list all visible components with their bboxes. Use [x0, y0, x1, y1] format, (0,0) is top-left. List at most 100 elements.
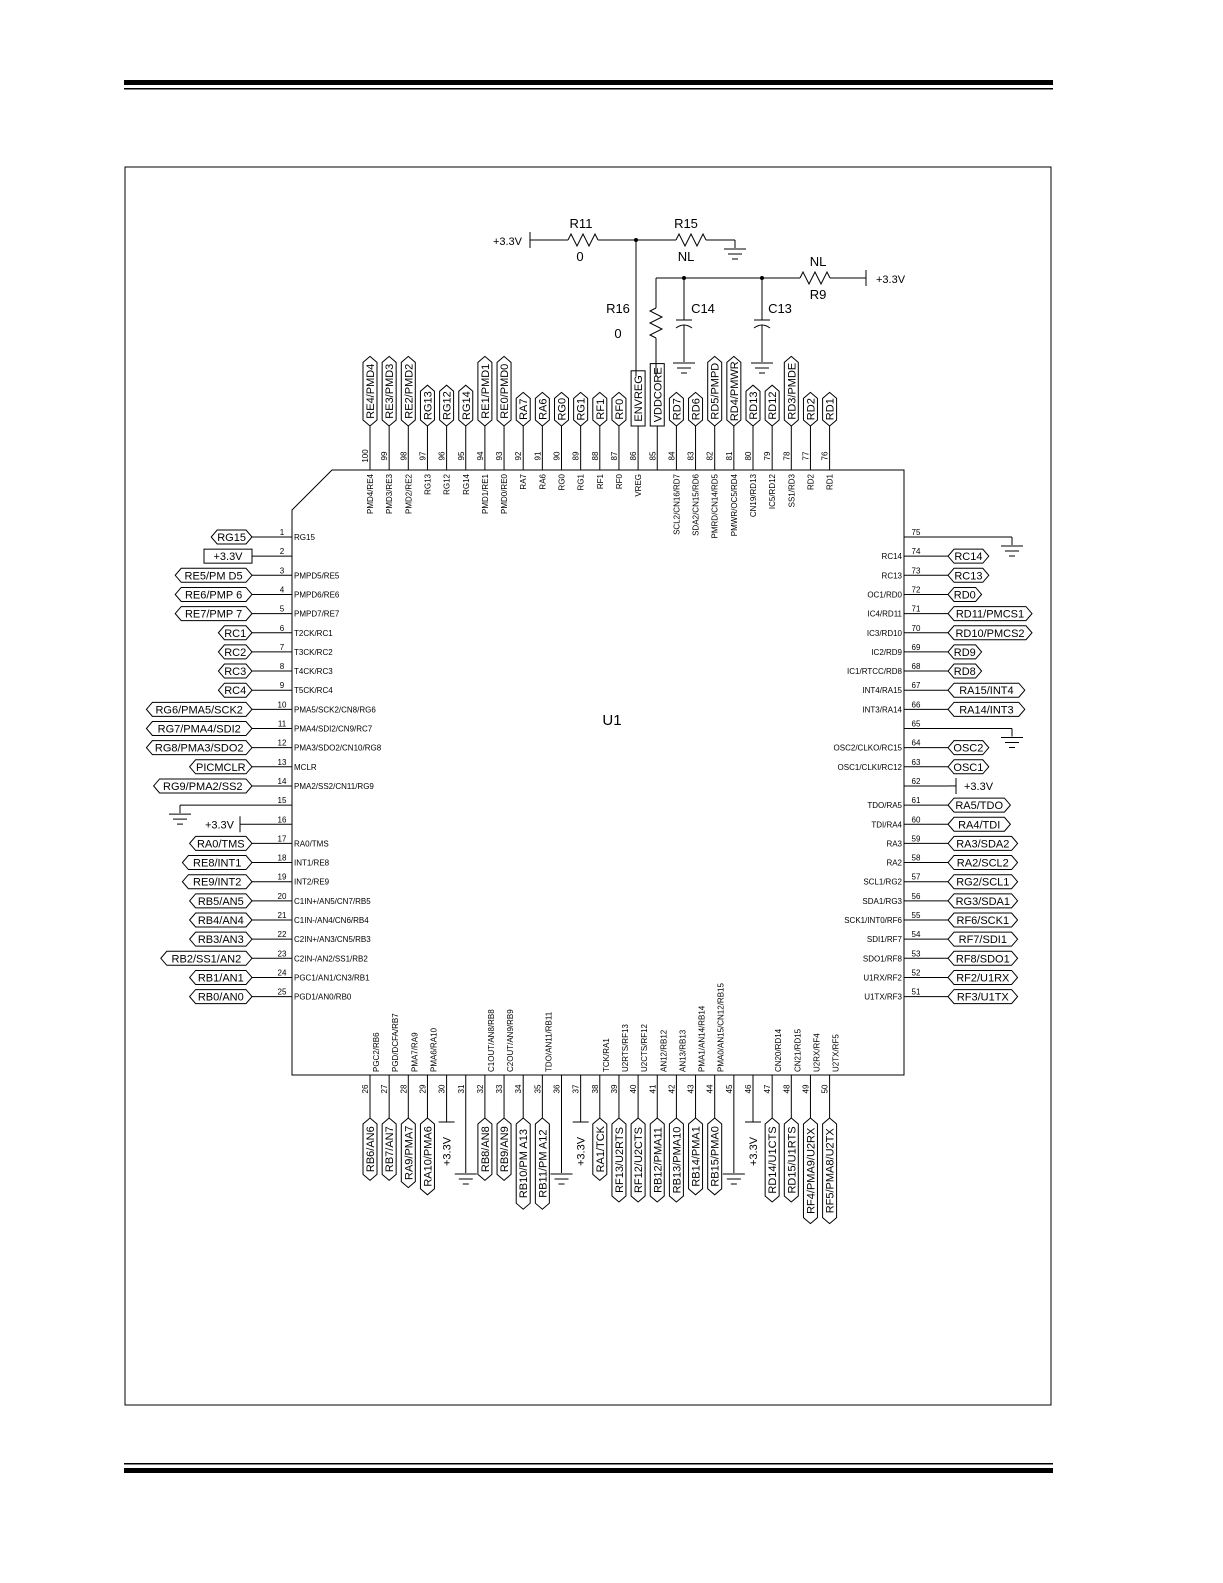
pin-name: IC4/RD11: [867, 610, 902, 619]
ground-symbol: [724, 248, 746, 260]
net-flag: [381, 1117, 397, 1182]
net-flag: [707, 355, 723, 427]
pin-number: 92: [514, 451, 523, 460]
pin-name: PMD4/RE4: [366, 473, 375, 514]
pin-name: PMA5/SCK2/CN8/RG6: [294, 705, 376, 714]
net-flag: [496, 1117, 512, 1182]
net-flag: [947, 855, 1019, 871]
net-label: RE1/PMD1: [480, 364, 492, 419]
pin-number: 75: [912, 528, 921, 537]
net-label: RF6/SCK1: [957, 915, 1010, 927]
pin-number: 93: [495, 451, 504, 460]
pin-number: 68: [912, 662, 921, 671]
pin-45: 45: [722, 1075, 745, 1185]
net-label: +3.3V: [576, 1136, 588, 1166]
pin-name: PMD1/RE1: [481, 473, 490, 514]
pin-name: TDI/RA4: [871, 820, 902, 829]
pin-number: 90: [553, 451, 562, 460]
pin-name: T2CK/RC1: [294, 629, 333, 638]
pin-number: 94: [476, 451, 485, 460]
net-flag: [668, 1117, 684, 1203]
pin-name: INT1/RE8: [294, 859, 330, 868]
pin-name: PMA0/AN15/CN12/RB15: [717, 983, 726, 1072]
net-flag: [145, 740, 253, 756]
net-label: +3.3V: [964, 781, 994, 793]
net-flag: [947, 625, 1033, 641]
net-label: +3.3V: [748, 1136, 760, 1166]
pin-number: 86: [629, 451, 638, 460]
net-label: RC4: [224, 685, 246, 697]
pin-name: CN19/RD13: [749, 473, 758, 517]
pin-name: PMA7/RA9: [410, 1032, 419, 1072]
pin-number: 67: [912, 681, 921, 690]
pin-name: U1TX/RF3: [864, 993, 902, 1002]
net-label: RG6/PMA5/SCK2: [155, 704, 242, 716]
pin-number: 96: [438, 451, 447, 460]
ground-symbol: [454, 1173, 477, 1185]
pin-number: 16: [278, 815, 287, 824]
pin-name: RG15: [294, 533, 315, 542]
r15-ref: R15: [674, 216, 698, 231]
pin-number: 53: [912, 949, 921, 958]
pin-number: 56: [912, 892, 921, 901]
net-flag: [688, 1117, 704, 1196]
net-label: RD6: [691, 398, 703, 420]
net-flag: [160, 950, 253, 966]
net-label: RF2/U1RX: [956, 972, 1010, 984]
pin-number: 78: [782, 451, 791, 460]
pin-number: 2: [280, 547, 285, 556]
pin-name: PMA4/SDI2/CN9/RC7: [294, 725, 373, 734]
pin-number: 40: [629, 1084, 638, 1093]
pin-name: RC13: [882, 571, 903, 580]
pin-number: 83: [687, 451, 696, 460]
pin-name: SCL1/RG2: [863, 878, 902, 887]
pin-name: U2CTS/RF12: [640, 1023, 649, 1072]
pin-number: 47: [763, 1084, 772, 1093]
pin-number: 17: [278, 834, 287, 843]
power-flag: [203, 548, 253, 564]
pin-name: PMPD6/RE6: [294, 590, 340, 599]
net-flag: [188, 759, 253, 775]
net-label: RB14/PMA1: [691, 1126, 703, 1187]
pin-name: INT4/RA15: [862, 686, 902, 695]
r16-ref: R16: [606, 301, 630, 316]
pin-30: 30+3.3V: [438, 1075, 455, 1166]
pin-number: 59: [912, 834, 921, 843]
net-flag: [947, 950, 1019, 966]
pin-name: VREG: [634, 474, 643, 497]
net-flag: [947, 701, 1026, 717]
pin-number: 64: [912, 739, 921, 748]
pin-number: 85: [648, 451, 657, 460]
pin-name: RD2: [806, 473, 815, 490]
net-label: RD15/U1RTS: [786, 1126, 798, 1193]
net-label: RD12: [767, 392, 779, 420]
pin-number: 61: [912, 796, 921, 805]
net-label: RG7/PMA4/SDI2: [158, 724, 241, 736]
net-label: RD10/PMCS2: [955, 628, 1024, 640]
pin-number: 20: [278, 892, 287, 901]
r11-ref: R11: [570, 216, 593, 231]
pin-number: 99: [380, 451, 389, 460]
pin-name: PMPD7/RE7: [294, 610, 340, 619]
net-label: RD3/PMDE: [786, 363, 798, 420]
pin-number: 11: [278, 720, 287, 729]
ground-symbol: [1001, 737, 1023, 748]
net-flag: [554, 391, 569, 427]
pin-number: 26: [361, 1084, 370, 1093]
